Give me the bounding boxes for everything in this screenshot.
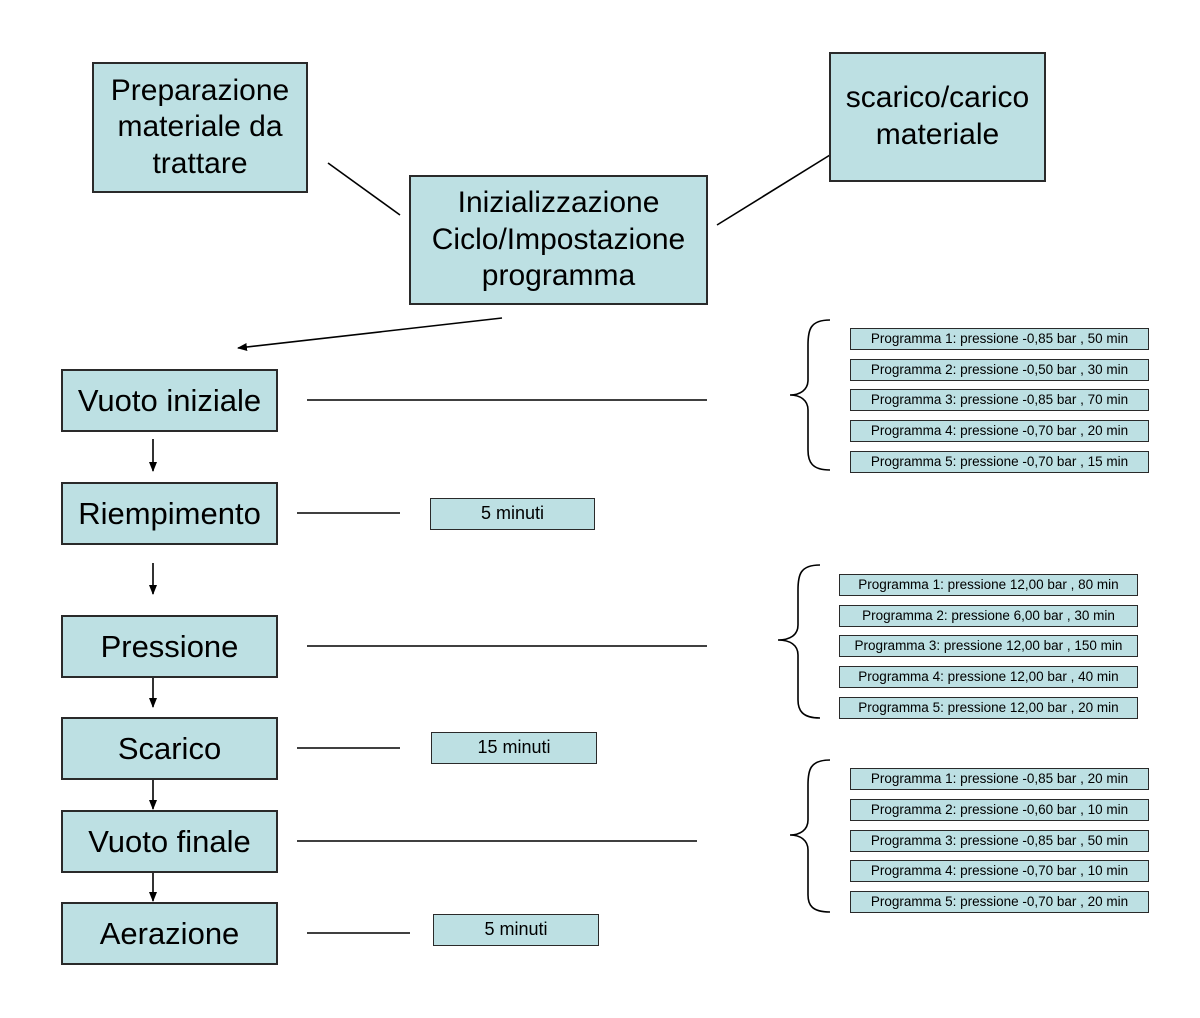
- program-pressione-3: Programma 3: pressione 12,00 bar , 150 m…: [839, 635, 1138, 657]
- duration-scarico: 15 minuti: [431, 732, 597, 764]
- program-vuoto-finale-1: Programma 1: pressione -0,85 bar , 20 mi…: [850, 768, 1149, 790]
- step-aerazione: Aerazione: [61, 902, 278, 965]
- duration-aerazione: 5 minuti: [433, 914, 599, 946]
- program-vuoto-finale-4: Programma 4: pressione -0,70 bar , 10 mi…: [850, 860, 1149, 882]
- preparazione-box: Preparazione materiale da trattare: [92, 62, 308, 193]
- scarico-carico-box: scarico/carico materiale: [829, 52, 1046, 182]
- step-riempimento: Riempimento: [61, 482, 278, 545]
- connector-scarico-carico: [716, 154, 831, 226]
- program-pressione-5: Programma 5: pressione 12,00 bar , 20 mi…: [839, 697, 1138, 719]
- scarico-carico-label: scarico/carico materiale: [845, 81, 1030, 151]
- inizializzazione-box: Inizializzazione Ciclo/Impostazione prog…: [409, 175, 708, 305]
- arrow-init-to-vuoto: [237, 317, 503, 351]
- brace-vuoto-iniziale: [789, 319, 831, 471]
- program-vuoto-iniziale-5: Programma 5: pressione -0,70 bar , 15 mi…: [850, 451, 1149, 473]
- step-pressione: Pressione: [61, 615, 278, 678]
- program-pressione-2: Programma 2: pressione 6,00 bar , 30 min: [839, 605, 1138, 627]
- connector-preparazione: [327, 162, 401, 216]
- program-vuoto-iniziale-1: Programma 1: pressione -0,85 bar , 50 mi…: [850, 328, 1149, 350]
- step-label: Aerazione: [99, 915, 240, 951]
- step-label: Scarico: [117, 730, 222, 766]
- inizializzazione-label: Inizializzazione Ciclo/Impostazione prog…: [431, 186, 686, 293]
- program-vuoto-finale-3: Programma 3: pressione -0,85 bar , 50 mi…: [850, 830, 1149, 852]
- preparazione-label: Preparazione materiale da trattare: [110, 73, 290, 180]
- program-pressione-4: Programma 4: pressione 12,00 bar , 40 mi…: [839, 666, 1138, 688]
- step-vuoto-finale: Vuoto finale: [61, 810, 278, 873]
- step-label: Pressione: [100, 628, 239, 664]
- step-label: Vuoto finale: [88, 823, 251, 859]
- brace-vuoto-finale: [789, 759, 831, 913]
- duration-riempimento: 5 minuti: [430, 498, 595, 530]
- program-pressione-1: Programma 1: pressione 12,00 bar , 80 mi…: [839, 574, 1138, 596]
- step-scarico: Scarico: [61, 717, 278, 780]
- program-vuoto-iniziale-3: Programma 3: pressione -0,85 bar , 70 mi…: [850, 389, 1149, 411]
- brace-pressione: [777, 564, 821, 719]
- program-vuoto-iniziale-2: Programma 2: pressione -0,50 bar , 30 mi…: [850, 359, 1149, 381]
- step-label: Vuoto iniziale: [77, 382, 262, 418]
- program-vuoto-finale-2: Programma 2: pressione -0,60 bar , 10 mi…: [850, 799, 1149, 821]
- program-vuoto-finale-5: Programma 5: pressione -0,70 bar , 20 mi…: [850, 891, 1149, 913]
- step-label: Riempimento: [78, 495, 261, 531]
- program-vuoto-iniziale-4: Programma 4: pressione -0,70 bar , 20 mi…: [850, 420, 1149, 442]
- step-vuoto-iniziale: Vuoto iniziale: [61, 369, 278, 432]
